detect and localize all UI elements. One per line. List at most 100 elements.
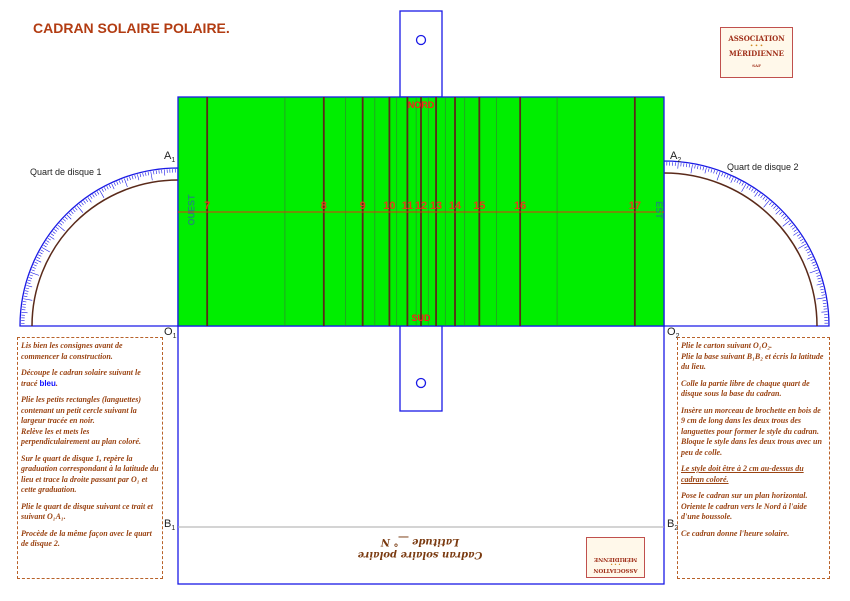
graduation-tick <box>819 286 824 288</box>
quarter-disk-2-outline <box>663 160 830 327</box>
graduation-tick <box>799 238 804 242</box>
graduation-tick <box>753 189 756 194</box>
instr-left-3: Plie les petits rectangles (languettes) … <box>21 395 141 446</box>
graduation-tick <box>96 191 100 195</box>
graduation-tick <box>164 169 166 176</box>
graduation-tick <box>22 301 27 303</box>
graduation-tick <box>70 210 74 214</box>
graduation-tick <box>741 182 744 186</box>
hour-label-15: 15 <box>473 200 486 212</box>
graduation-tick <box>793 231 799 236</box>
graduation-tick <box>101 188 104 192</box>
graduation-tick <box>754 191 759 197</box>
quarter-disks <box>19 160 830 327</box>
instr-left-6: Procède de la même façon avec le quart d… <box>21 528 152 549</box>
graduation-tick <box>64 216 68 220</box>
graduation-tick <box>32 266 36 269</box>
graduation-tick <box>21 312 28 314</box>
graduation-tick <box>27 279 32 282</box>
graduation-tick <box>72 209 76 213</box>
graduation-tick <box>729 176 731 180</box>
instr-right-1: Plie le carton suivant O₁O₂. Plie la bas… <box>681 341 824 371</box>
quarter-disk-1-outline <box>19 167 179 327</box>
quarter-disk-1-label: Quart de disque 1 <box>30 167 102 177</box>
graduation-tick <box>34 261 38 264</box>
graduation-tick <box>702 166 704 171</box>
graduation-tick <box>41 247 50 253</box>
graduation-tick <box>815 272 820 275</box>
graduation-tick <box>85 198 89 202</box>
top-tab-hole <box>415 34 427 46</box>
graduation-tick <box>715 170 718 175</box>
graduation-tick <box>805 248 809 251</box>
graduation-tick <box>31 269 35 272</box>
north-label: NORD <box>407 100 435 110</box>
graduation-tick <box>697 165 699 170</box>
instr-right-6: Ce cadran donne l'heure solaire. <box>681 528 790 538</box>
graduation-tick <box>35 259 42 263</box>
graduation-tick <box>24 290 29 292</box>
graduation-tick <box>139 173 142 178</box>
graduation-tick <box>798 236 802 239</box>
graduation-tick <box>129 176 131 181</box>
graduation-tick <box>822 300 827 302</box>
graduation-tick <box>39 252 43 255</box>
graduation-tick <box>807 256 813 260</box>
graduation-tick <box>694 164 696 169</box>
graduation-tick <box>739 181 742 185</box>
graduation-tick <box>37 254 42 257</box>
instr-right-4: Le style doit être à 2 cm au-dessus du c… <box>681 464 804 484</box>
instr-left-5: Plie le quart de disque suivant ce trait… <box>21 501 153 522</box>
graduation-tick <box>690 164 693 174</box>
graduation-tick <box>730 177 734 183</box>
graduation-tick <box>118 180 121 184</box>
graduation-tick <box>81 202 84 206</box>
graduation-tick <box>688 163 690 168</box>
point-a1: A1 <box>164 150 176 165</box>
graduation-tick <box>40 249 44 252</box>
instr-right-3: Insère un morceau de brochette en bois d… <box>681 405 822 457</box>
hour-label-8: 8 <box>320 200 327 212</box>
association-logo-small: ASSOCIATION • • • MÉRIDIENNE <box>586 537 645 578</box>
graduation-tick <box>741 183 747 192</box>
base-inscription: Cadran solaire polaire Latitude __° N <box>330 535 510 561</box>
graduation-tick <box>57 224 65 232</box>
graduation-tick <box>29 274 33 277</box>
graduation-tick <box>153 170 155 175</box>
logo-small-line2: MÉRIDIENNE <box>593 556 638 562</box>
graduation-tick <box>716 171 721 181</box>
graduation-tick <box>790 224 794 228</box>
base-title: Cadran solaire polaire <box>357 549 483 560</box>
graduation-tick <box>726 174 729 179</box>
graduation-tick <box>47 237 51 241</box>
graduation-tick <box>707 168 710 172</box>
blue-word: bleu <box>39 378 56 388</box>
graduation-tick <box>36 256 41 259</box>
graduation-tick <box>23 295 28 298</box>
graduation-tick <box>806 251 811 254</box>
graduation-tick <box>113 182 116 186</box>
graduation-tick <box>124 178 128 188</box>
graduation-tick <box>816 283 823 286</box>
graduation-tick <box>760 194 763 198</box>
graduation-tick <box>104 187 107 191</box>
graduation-tick <box>792 227 796 230</box>
graduation-tick <box>820 288 824 291</box>
graduation-tick <box>816 275 821 277</box>
graduation-tick <box>746 185 749 189</box>
graduation-tick <box>145 172 147 176</box>
graduation-tick <box>30 272 40 276</box>
hour-label-10: 10 <box>383 200 396 212</box>
graduation-tick <box>796 234 801 237</box>
graduation-tick <box>131 175 134 180</box>
graduation-tick <box>55 226 59 230</box>
page-title: CADRAN SOLAIRE POLAIRE. <box>33 20 230 36</box>
graduation-tick <box>137 174 140 181</box>
instr-left-4: Sur le quart de disque 1, repère la grad… <box>21 453 159 495</box>
point-b2: B2 <box>667 518 679 533</box>
south-label: SUD <box>411 313 431 323</box>
graduation-tick <box>763 200 770 208</box>
graduation-tick <box>44 242 48 245</box>
graduation-tick <box>43 244 47 248</box>
graduation-tick <box>94 192 97 196</box>
